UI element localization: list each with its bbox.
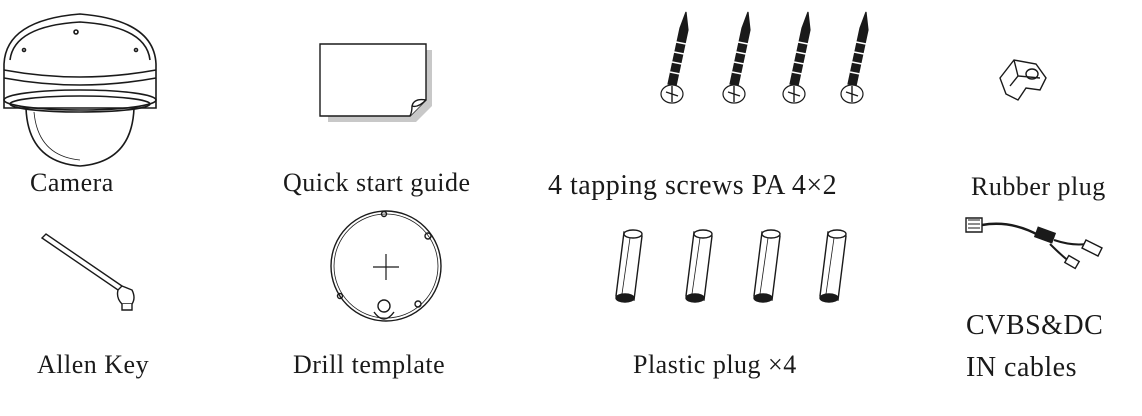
screw-3 [783, 12, 810, 103]
screw-4 [841, 12, 868, 103]
plastic-plug-2 [686, 230, 712, 302]
plastic-plug-1 [616, 230, 642, 302]
label-quick-start-guide: Quick start guide [283, 168, 471, 197]
label-tapping-screws: 4 tapping screws PA 4×2 [548, 170, 838, 201]
label-cables-line2: IN cables [966, 352, 1078, 383]
screw-icon [630, 8, 870, 118]
wall-anchor-icon [604, 228, 864, 318]
drill-template-icon [328, 208, 448, 328]
document-sheet-icon [318, 42, 432, 122]
label-camera: Camera [30, 168, 114, 197]
plastic-plug-3 [754, 230, 780, 302]
label-allen-key: Allen Key [37, 350, 150, 379]
dome-camera-icon [0, 0, 160, 170]
screw-2 [723, 12, 750, 103]
label-drill-template: Drill template [293, 350, 446, 379]
label-rubber-plug: Rubber plug [971, 172, 1106, 201]
plastic-plug-4 [820, 230, 846, 302]
rubber-plug-icon [996, 56, 1056, 106]
label-plastic-plug: Plastic plug ×4 [633, 350, 797, 379]
label-cables-line1: CVBS&DC [966, 310, 1104, 341]
allen-key-icon [38, 232, 148, 322]
screw-1 [661, 12, 688, 103]
cable-harness-icon [962, 212, 1112, 272]
